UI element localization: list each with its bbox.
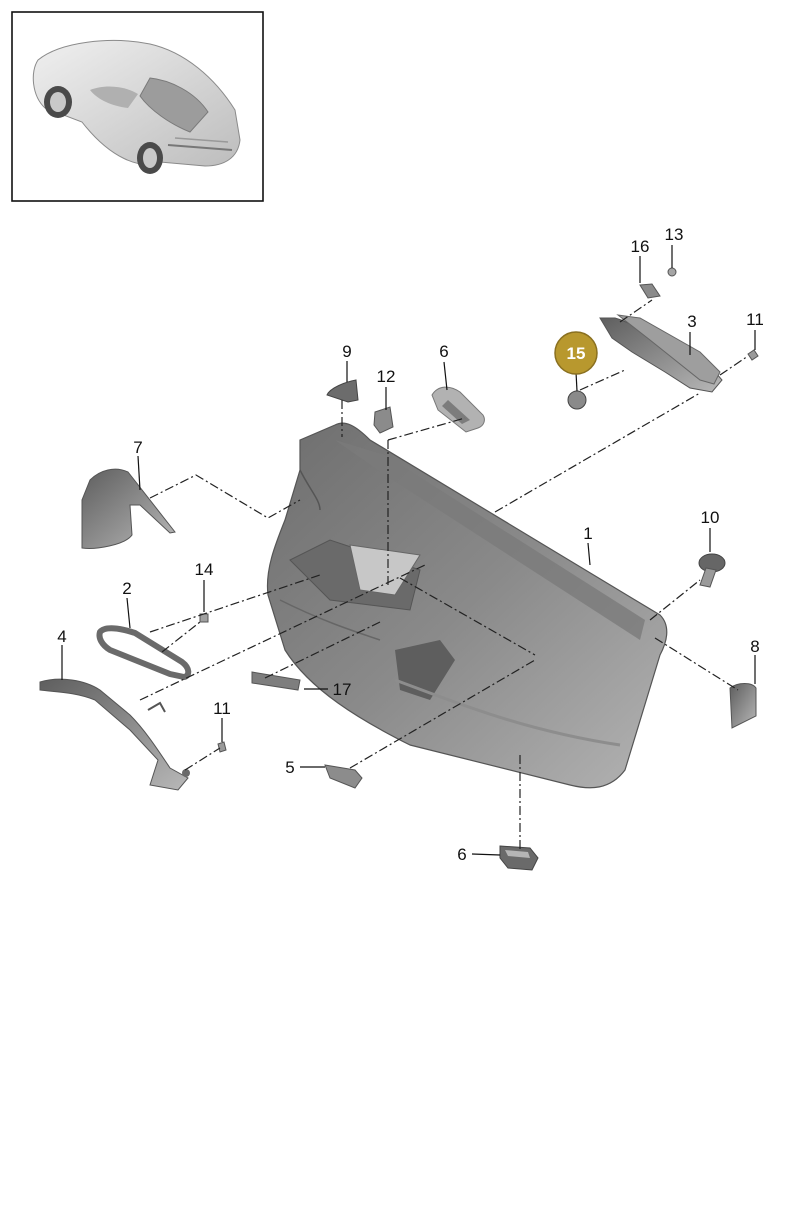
callout-8: 8 <box>750 637 759 656</box>
switch-cover-part-6-lower <box>499 845 539 871</box>
screw-part-11-upper <box>747 349 759 361</box>
fastener-part-10 <box>698 553 726 588</box>
plug-part-15 <box>567 390 587 410</box>
callout-6-lower: 6 <box>457 845 466 864</box>
callout-4: 4 <box>57 627 66 646</box>
callout-14: 14 <box>195 560 214 579</box>
switch-part-5 <box>324 764 363 789</box>
callout-17: 17 <box>333 680 352 699</box>
callout-6-upper: 6 <box>439 342 448 361</box>
tab-part-16 <box>639 283 661 299</box>
bracket-part-3 <box>599 314 723 393</box>
cover-part-9 <box>326 379 359 403</box>
car-icon <box>32 40 241 174</box>
callout-10: 10 <box>701 508 720 527</box>
trim-frame-part-2 <box>96 625 192 681</box>
screw-part-11-lower <box>217 741 227 753</box>
clip-part-12 <box>373 406 394 434</box>
callout-9: 9 <box>342 342 351 361</box>
callout-16: 16 <box>631 237 650 256</box>
highlighted-callout-15[interactable]: 15 <box>554 331 598 375</box>
end-cap-part-8 <box>729 683 757 729</box>
callout-2: 2 <box>122 579 131 598</box>
callout-11-lower: 11 <box>213 699 231 718</box>
callout-7: 7 <box>133 438 142 457</box>
strip-part-17 <box>251 671 301 691</box>
vehicle-thumbnail <box>11 11 264 202</box>
callout-1: 1 <box>583 524 592 543</box>
switch-cover-part-6-upper <box>431 386 485 433</box>
callout-15-label: 15 <box>567 344 586 363</box>
nut-part-13 <box>667 267 677 277</box>
callout-13: 13 <box>665 225 684 244</box>
guide-lines <box>139 299 749 850</box>
callout-11-upper: 11 <box>746 310 764 329</box>
mirror-trim-part-7 <box>81 468 176 549</box>
callout-3: 3 <box>687 312 696 331</box>
callout-12: 12 <box>377 367 396 386</box>
callout-labels: 1 2 3 4 5 6 6 7 8 9 10 11 11 12 13 14 16… <box>57 225 764 864</box>
armrest-handle-part-4 <box>39 678 190 791</box>
callout-leaders <box>61 245 756 856</box>
callout-5: 5 <box>285 758 294 777</box>
door-panel-part-1 <box>266 422 668 789</box>
